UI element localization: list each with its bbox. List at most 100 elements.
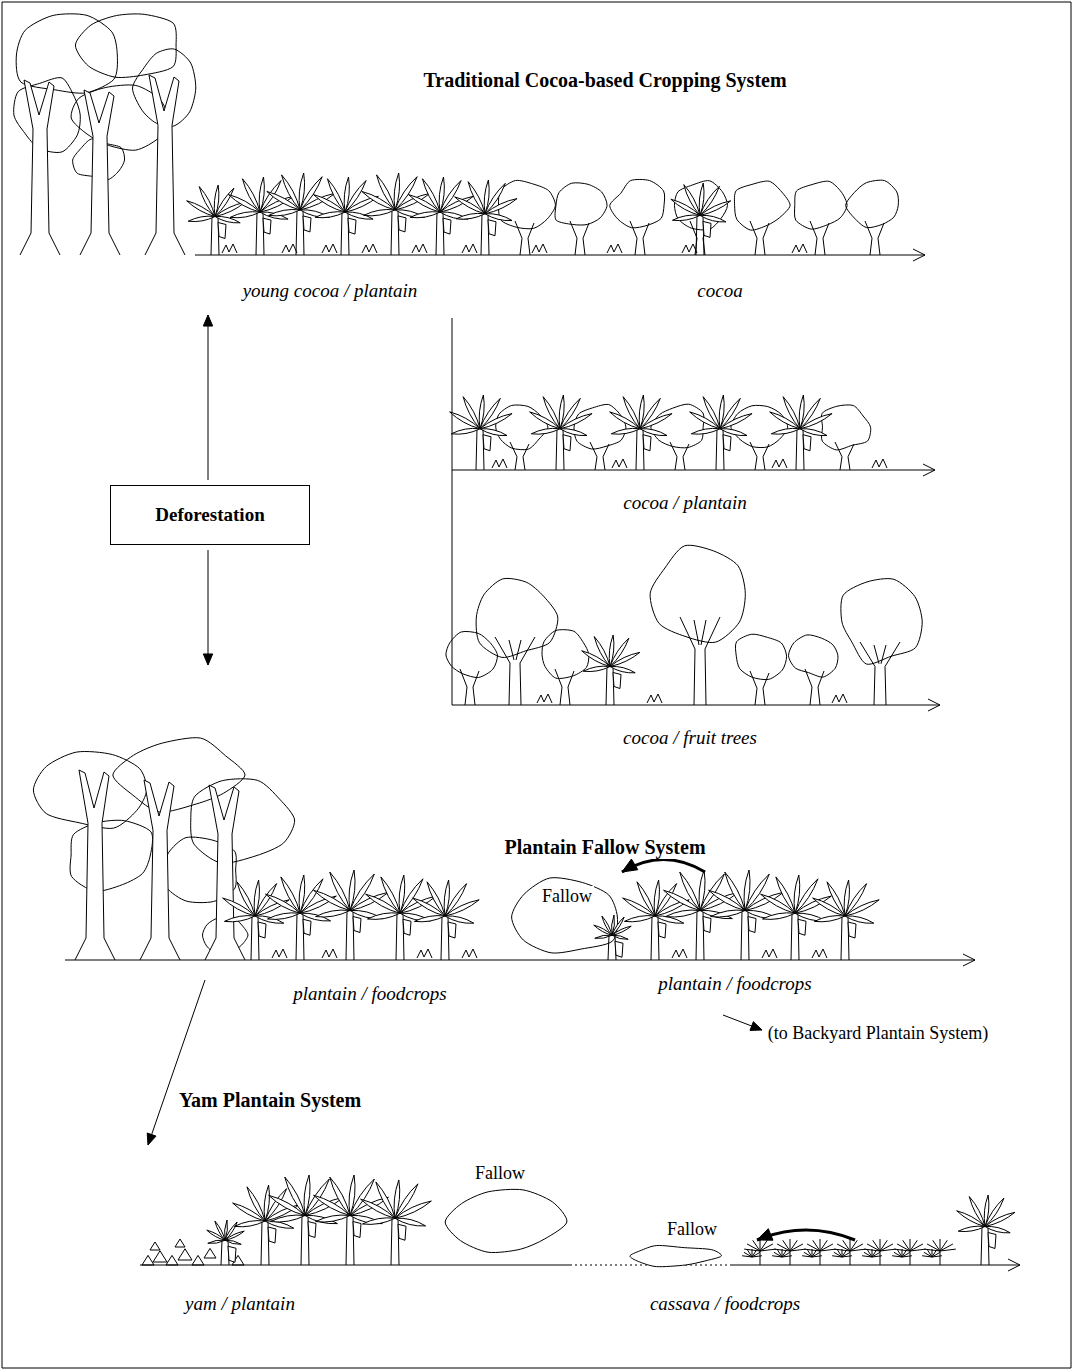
plantain-bunch [303, 919, 311, 935]
crop-label: cassava / foodcrops [648, 1293, 802, 1316]
arrow-head [203, 654, 212, 665]
cocoa-trunk [603, 444, 609, 470]
plantain-bunch [353, 1222, 361, 1238]
plantain-leaf [595, 935, 612, 938]
plantain-leaf [610, 666, 635, 672]
plantain-stem [606, 667, 607, 706]
herb [492, 459, 507, 468]
plantain-stem [261, 1221, 262, 1265]
plantain-leaf [225, 1231, 244, 1240]
cocoa-trunk [818, 671, 824, 705]
plantain-stem [696, 911, 697, 961]
process-box: Deforestation [110, 485, 310, 545]
plantain-leaf [691, 428, 720, 434]
fallow-label: Fallow [665, 1219, 719, 1241]
plantain-leaf [672, 215, 700, 221]
plantain-leaf [316, 910, 350, 917]
ground-axis [730, 1265, 1020, 1266]
cocoa-trunk [590, 442, 597, 470]
crop-label: cocoa / plantain [621, 492, 748, 515]
crop-label: plantain / foodcrops [291, 983, 448, 1006]
cocoa-canopy [794, 181, 847, 229]
plantain-stem [981, 1227, 982, 1266]
herb [607, 244, 622, 253]
fruit-tree-trunk [701, 620, 706, 645]
box-label: Deforestation [155, 504, 264, 527]
plantain-stem [741, 911, 742, 961]
plantain-bunch [703, 221, 711, 237]
deforestation-arrow [208, 550, 209, 665]
fallow-label: Fallow [540, 886, 594, 908]
cocoa-trunk [750, 671, 757, 705]
cocoa-canopy [496, 405, 548, 450]
plantain-leaf [237, 882, 255, 916]
fruit-tree-trunk [509, 640, 514, 660]
plantain-leaf [531, 428, 560, 434]
cocoa-trunk [750, 221, 757, 255]
cassava-leaf [864, 1249, 880, 1251]
cocoa-trunk [570, 221, 577, 255]
arrow-head [203, 315, 212, 326]
plantain-leaf [199, 187, 215, 217]
plantain-bunch [348, 218, 356, 234]
herb [532, 244, 547, 253]
cassava-leaf [820, 1240, 827, 1251]
plantain-leaf [225, 1240, 241, 1244]
forest-canopy [75, 14, 176, 78]
cocoa-canopy [731, 405, 788, 447]
plantain-bunch [748, 917, 756, 933]
cocoa-canopy [846, 180, 899, 228]
plantain-stem [221, 1240, 222, 1265]
fruit-tree-trunk [874, 645, 879, 664]
plantain-stem [651, 916, 652, 960]
forest-canopy [16, 14, 117, 93]
plantain-leaf [230, 212, 260, 218]
cocoa-trunk [555, 669, 562, 705]
plantain-leaf [969, 1197, 985, 1227]
plantain-bunch [398, 1224, 406, 1240]
fruit-tree-trunk [680, 617, 695, 705]
plantain-stem [608, 935, 609, 960]
plantain-leaf [594, 637, 610, 667]
plantain-leaf [827, 882, 845, 916]
herb [462, 244, 477, 253]
plantain-stem [346, 911, 347, 961]
plantain-leaf [451, 428, 480, 434]
cassava-leaf [760, 1239, 761, 1251]
plantain-leaf [700, 215, 726, 222]
plantain-leaf [330, 1177, 350, 1215]
cassava-leaf [892, 1256, 902, 1257]
plantain-leaf [395, 1201, 431, 1218]
crop-label: young cocoa / plantain [241, 280, 420, 303]
axis-arrowhead [913, 249, 925, 261]
plantain-leaf [463, 397, 480, 429]
tree-trunk [80, 90, 120, 255]
plantain-stem [791, 913, 792, 960]
plantain-stem [636, 429, 637, 470]
yam-leaf [153, 1251, 167, 1262]
plantain-stem [396, 913, 397, 960]
crop-label: plantain / foodcrops [656, 973, 813, 996]
plantain-leaf [367, 913, 400, 920]
system-title: Traditional Cocoa-based Cropping System [421, 68, 788, 92]
cocoa-trunk [835, 442, 842, 470]
fallow-bush [512, 878, 618, 953]
cassava-leaf [910, 1240, 917, 1251]
cocoa-trunk [515, 221, 522, 255]
plantain-stem [716, 429, 717, 470]
plantain-stem [301, 1216, 302, 1266]
forest-canopy [191, 779, 295, 863]
plantain-bunch [615, 941, 623, 957]
yam-leaf [166, 1255, 178, 1265]
cocoa-canopy [542, 630, 589, 679]
fallow-bush [630, 1245, 722, 1266]
plantain-leaf [560, 414, 592, 429]
plantain-stem [556, 429, 557, 470]
plantain-leaf [623, 397, 640, 429]
tree-trunk [145, 75, 185, 255]
plantain-stem [841, 916, 842, 960]
plantain-leaf [468, 182, 485, 214]
plantain-leaf [543, 397, 560, 429]
plantain-stem [696, 215, 697, 255]
plantain-leaf [315, 212, 345, 218]
